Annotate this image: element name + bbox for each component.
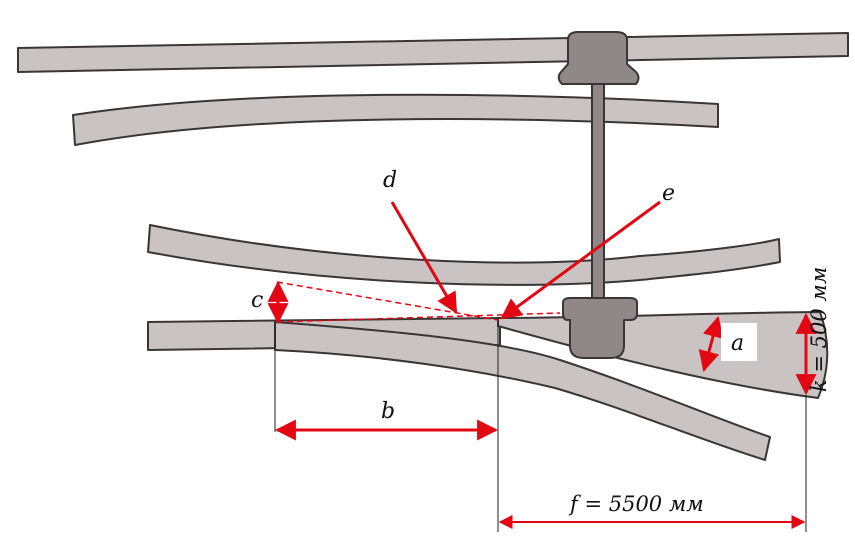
label-a: a bbox=[731, 331, 744, 356]
label-d: d bbox=[383, 168, 397, 193]
pointer-e-arrow bbox=[500, 200, 661, 320]
tie-rod bbox=[591, 81, 605, 308]
label-f: f = 5500 мм bbox=[568, 492, 704, 516]
top-bolt-head bbox=[557, 31, 640, 85]
label-a-background bbox=[721, 323, 757, 361]
pointer-d-arrow bbox=[390, 201, 458, 314]
top-rail bbox=[17, 32, 849, 73]
lower-bolt-fitting bbox=[562, 297, 638, 359]
upper-curved-rail bbox=[72, 93, 719, 146]
dimension-a-arrow bbox=[698, 315, 724, 373]
middle-stock-rail bbox=[147, 224, 781, 286]
label-e: e bbox=[662, 181, 675, 206]
diverging-rail bbox=[274, 321, 771, 461]
label-c: c bbox=[251, 288, 263, 313]
label-k: k = 500 мм bbox=[807, 267, 831, 392]
label-b: b bbox=[381, 399, 395, 424]
dashed-line-upper bbox=[276, 281, 499, 321]
